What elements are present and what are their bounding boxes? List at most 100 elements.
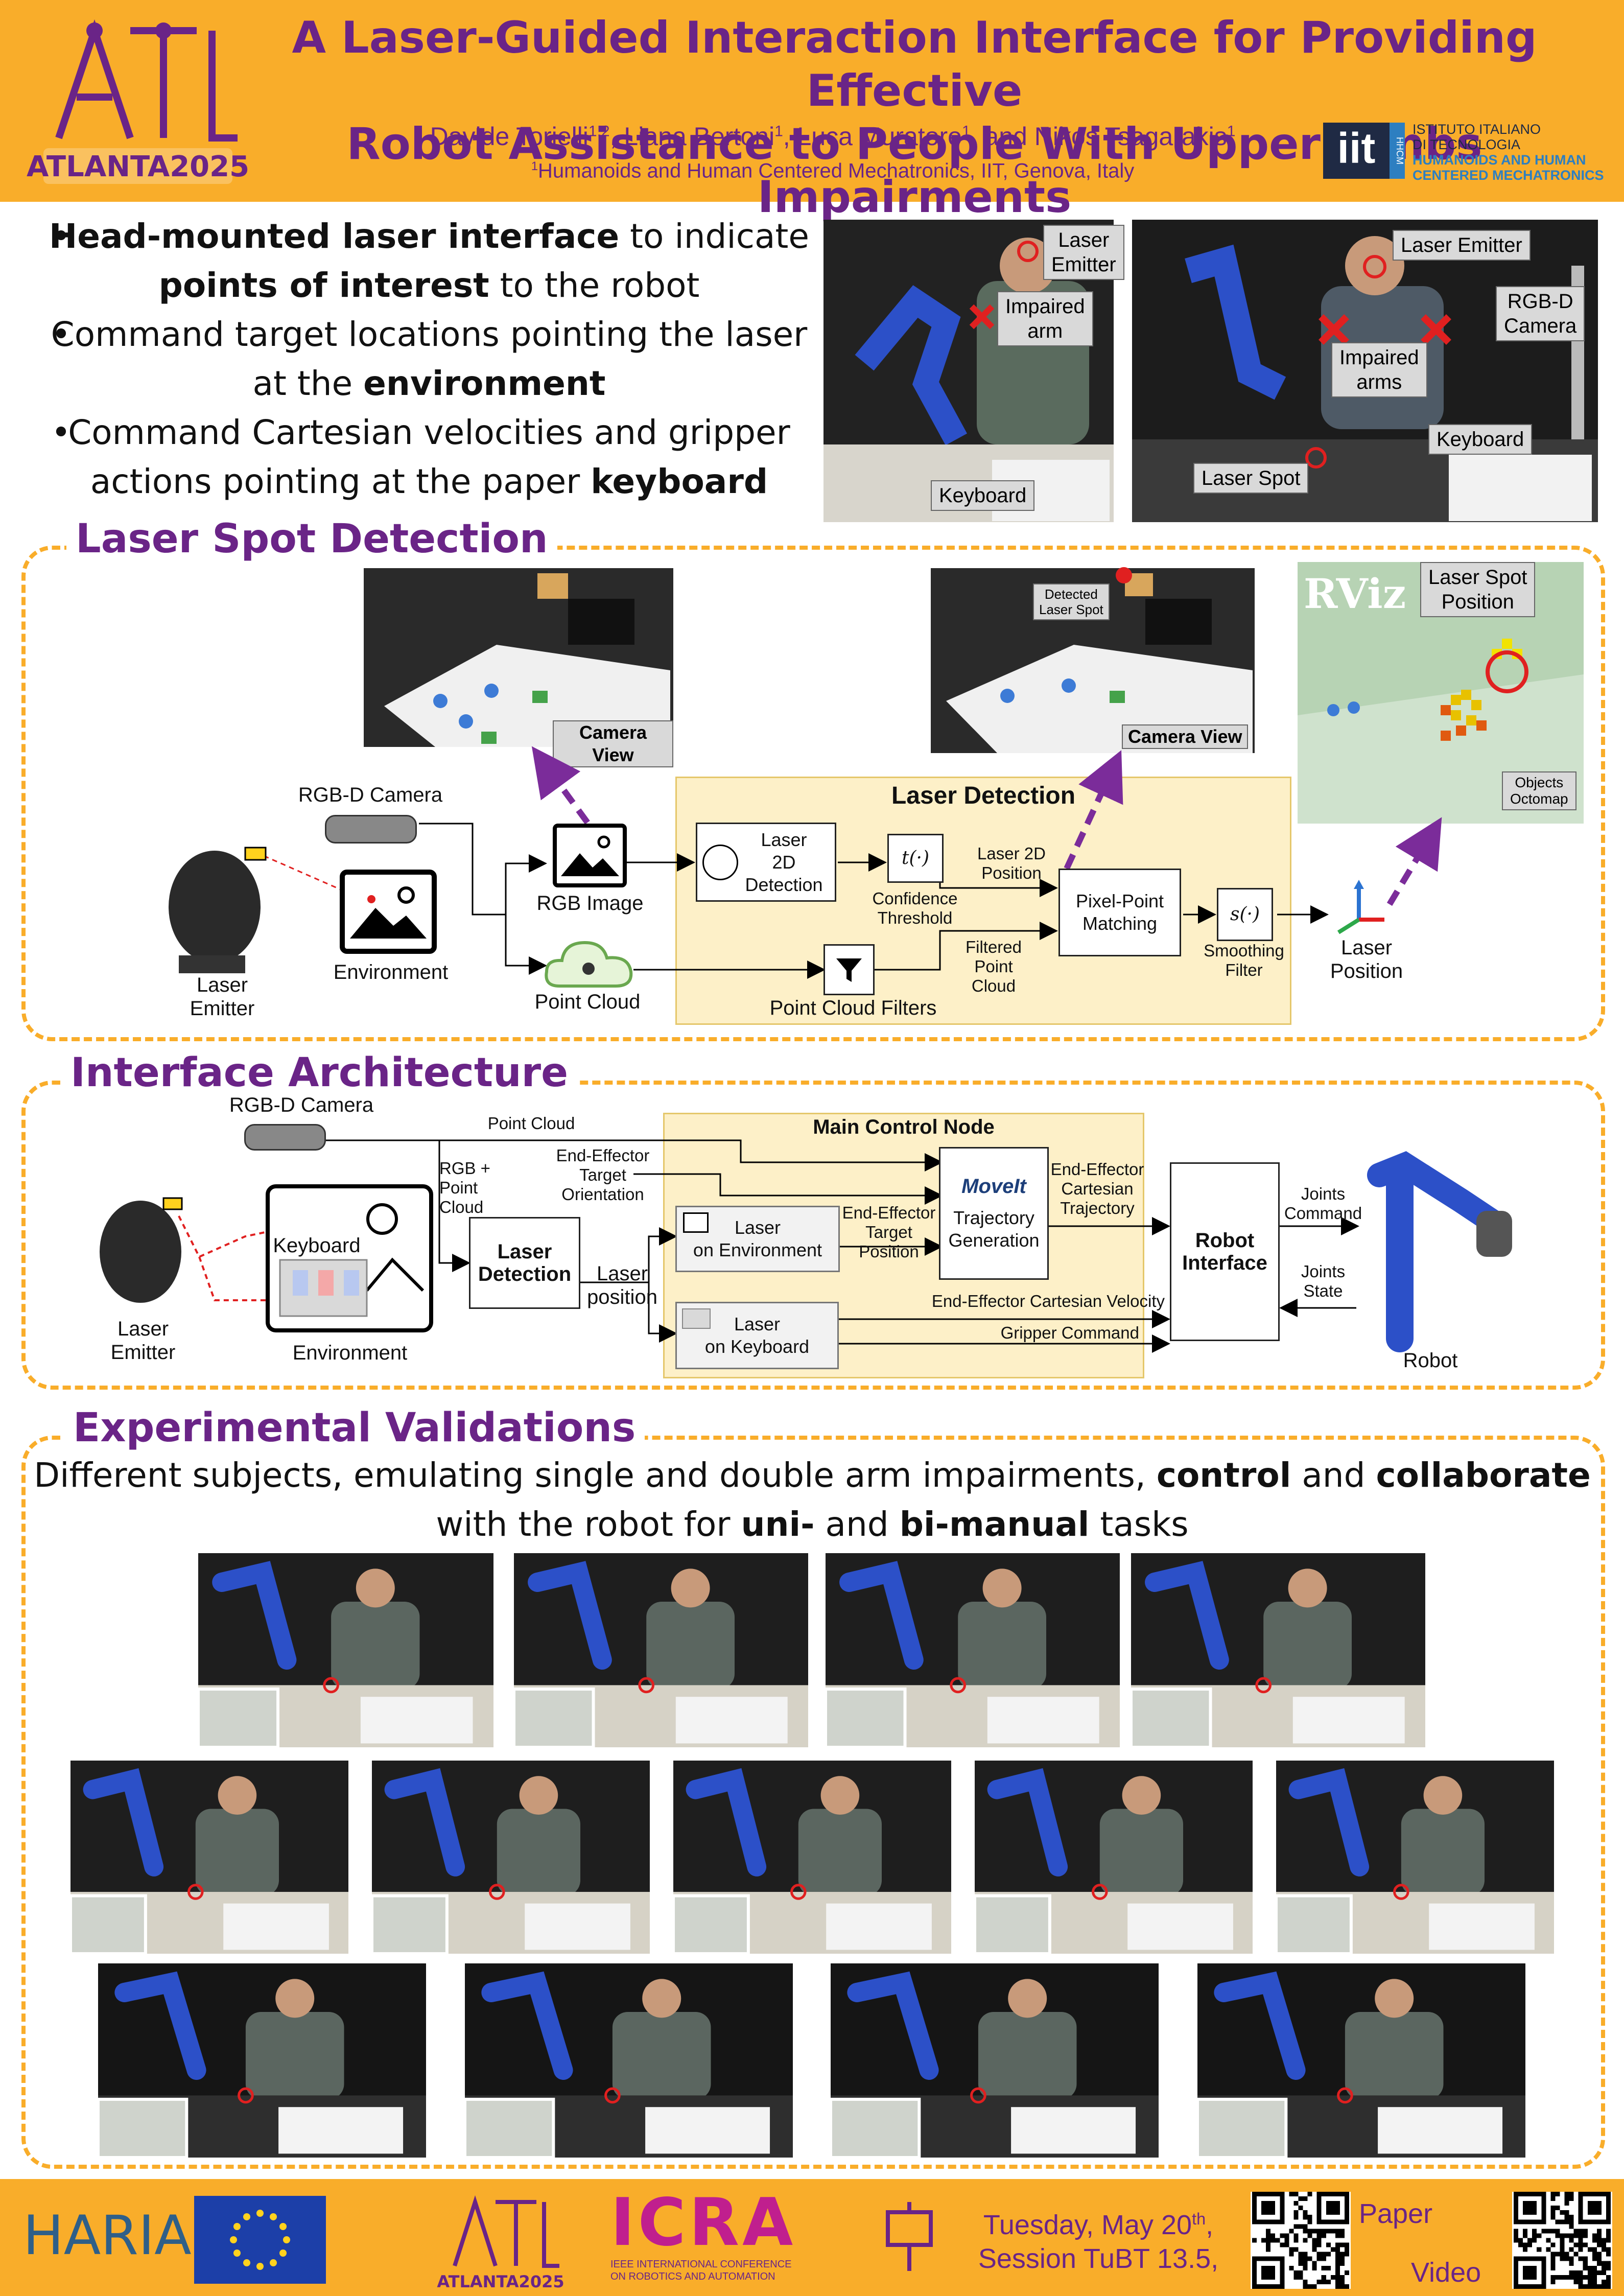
session-info: Tuesday, May 20th, Session TuBT 13.5, bbox=[950, 2202, 1246, 2276]
haria-logo-text: HARIA bbox=[23, 2204, 192, 2267]
arch-laser-detection-block: Laser Detection bbox=[469, 1217, 580, 1309]
eu-stars-icon bbox=[230, 2210, 290, 2270]
iit-line-3: HUMANOIDS AND HUMAN bbox=[1413, 152, 1586, 168]
laser-position-label: Laser Position bbox=[1330, 936, 1403, 982]
bullet-2: •Command target locations pointing the l… bbox=[51, 315, 808, 403]
intro-bullets: •Head-mounted laser interface to indicat… bbox=[36, 212, 822, 506]
detection-rgbd-camera-label: RGB-D Camera bbox=[298, 784, 443, 806]
intro-photo-double-arm: Laser Emitter RGB-D Camera Impaired arms… bbox=[1132, 220, 1598, 522]
qr-code-paper[interactable] bbox=[1251, 2192, 1351, 2289]
section-title-architecture: Interface Architecture bbox=[61, 1050, 578, 1096]
bullet-2-bold: environment bbox=[363, 364, 606, 403]
confidence-threshold-label: Confidence Threshold bbox=[872, 889, 958, 927]
ee-target-orientation-label: End-Effector Target Orientation bbox=[556, 1146, 650, 1204]
rviz-view: RViz Laser Spot Position Objects Octomap bbox=[1298, 562, 1584, 824]
author-1: Davide Torielli bbox=[430, 122, 589, 151]
icra-sub-1: IEEE INTERNATIONAL CONFERENCE bbox=[610, 2259, 792, 2270]
detection-environment-label: Environment bbox=[333, 961, 449, 983]
eu-flag bbox=[194, 2196, 326, 2284]
conference-logo: ATLANTA2025 bbox=[27, 10, 249, 189]
title-line-2: Robot Assistance to People With Upper Li… bbox=[346, 119, 1482, 223]
iit-line-2: DI TECNOLOGIA bbox=[1413, 137, 1521, 152]
poster-title: A Laser-Guided Interaction Interface for… bbox=[220, 11, 1609, 224]
filter-icon bbox=[836, 958, 862, 982]
joints-state-label: Joints State bbox=[1301, 1262, 1346, 1300]
trajectory-generation-text: Trajectory Generation bbox=[948, 1207, 1040, 1251]
detection-diagram-arrows bbox=[255, 746, 1442, 979]
label-impaired-arms: Impaired arms bbox=[1331, 342, 1427, 397]
icra-logo-text: ICRA bbox=[610, 2185, 796, 2261]
laser-position-axes-icon bbox=[1331, 879, 1387, 935]
section-interface-architecture bbox=[21, 1081, 1605, 1390]
experiment-photo bbox=[512, 1553, 808, 1749]
experiment-photo bbox=[97, 1963, 426, 2159]
smoothing-filter-label: Smoothing Filter bbox=[1204, 941, 1284, 979]
experiment-photo bbox=[824, 1553, 1120, 1749]
exp-bold-bimanual: bi-manual bbox=[899, 1505, 1090, 1544]
author-2: Liana Bertoni bbox=[624, 122, 775, 151]
section-experimental-validations bbox=[21, 1436, 1605, 2169]
keyboard-icon bbox=[682, 1308, 711, 1329]
laser-on-keyboard-block: Laser on Keyboard bbox=[675, 1302, 839, 1369]
iit-line-1: ISTITUTO ITALIANO bbox=[1413, 122, 1541, 137]
arch-point-cloud-label: Point Cloud bbox=[487, 1114, 575, 1133]
image-icon bbox=[683, 1212, 709, 1233]
camera-view-2: Detected Laser Spot Camera View bbox=[931, 567, 1255, 753]
detection-laser-emitter-label: Laser Emitter bbox=[190, 974, 255, 1020]
affiliation-text: Humanoids and Human Centered Mechatronic… bbox=[538, 159, 1135, 182]
arch-rgb-point-cloud-label: RGB + Point Cloud bbox=[439, 1159, 490, 1216]
exp-bold-uni: uni- bbox=[741, 1505, 815, 1544]
laser-on-keyboard-text: Laser on Keyboard bbox=[704, 1314, 810, 1357]
label-keyboard-2: Keyboard bbox=[1428, 424, 1533, 455]
robot-interface-block: Robot Interface bbox=[1170, 1162, 1280, 1341]
arch-rgbd-camera-label: RGB-D Camera bbox=[229, 1094, 374, 1116]
label-keyboard: Keyboard bbox=[931, 480, 1035, 511]
author-1-sup: 1,2 bbox=[588, 123, 610, 140]
icra-logo: ICRA IEEE INTERNATIONAL CONFERENCE ON RO… bbox=[610, 2188, 825, 2290]
video-link-label[interactable]: Video bbox=[1411, 2257, 1481, 2288]
section-laser-detection bbox=[21, 546, 1605, 1041]
exp-bold-control: control bbox=[1156, 1456, 1291, 1495]
iit-line-4: CENTERED MECHATRONICS bbox=[1413, 168, 1604, 183]
label-rgbd-camera: RGB-D Camera bbox=[1496, 286, 1585, 341]
ee-cartesian-velocity-label: End-Effector Cartesian Velocity bbox=[931, 1292, 1165, 1310]
arch-environment-icon bbox=[266, 1184, 433, 1332]
affiliation-sup: 1 bbox=[531, 159, 538, 173]
rgb-image-icon bbox=[553, 824, 627, 887]
atlanta-logo-text: ATLANTA2025 bbox=[27, 150, 249, 183]
authors: Davide Torielli1,2, Liana Bertoni1, Luca… bbox=[430, 122, 1236, 151]
point-cloud-filters-block bbox=[823, 944, 875, 995]
experiment-photo bbox=[973, 1761, 1253, 1956]
arch-rgbd-camera-icon bbox=[244, 1124, 326, 1151]
experiment-photo bbox=[197, 1553, 493, 1749]
environment-icon bbox=[340, 870, 437, 954]
experiment-photo bbox=[1275, 1761, 1554, 1956]
session-line-2: Session TuBT 13.5, bbox=[978, 2243, 1219, 2274]
bullet-3: •Command Cartesian velocities and grippe… bbox=[51, 413, 790, 501]
label-laser-spot: Laser Spot bbox=[1193, 463, 1309, 494]
iit-logo-side: HHCM bbox=[1390, 123, 1405, 179]
camera-view-1: Camera View bbox=[364, 568, 673, 767]
exp-bold-collaborate: collaborate bbox=[1376, 1456, 1591, 1495]
robot-arm-image bbox=[1359, 1144, 1517, 1354]
laser-on-environment-text: Laser on Environment bbox=[693, 1217, 822, 1260]
laser-2d-detection-block: Laser 2D Detection bbox=[696, 823, 836, 902]
rgbd-camera-icon bbox=[325, 815, 417, 844]
intro-photo-single-arm: Laser Emitter Impaired arm Keyboard bbox=[823, 220, 1124, 522]
qr-code-video[interactable] bbox=[1512, 2192, 1612, 2289]
experiment-photo bbox=[69, 1761, 348, 1956]
ee-target-position-label: End-Effector Target Position bbox=[842, 1203, 936, 1261]
paper-link-label[interactable]: Paper bbox=[1359, 2198, 1433, 2229]
arch-laser-position-label: Laser position bbox=[587, 1262, 657, 1308]
arch-laser-emitter-label: Laser Emitter bbox=[110, 1318, 176, 1364]
moveit-logo: MoveIt bbox=[961, 1175, 1026, 1198]
title-line-1: A Laser-Guided Interaction Interface for… bbox=[292, 12, 1537, 116]
arch-robot-label: Robot bbox=[1403, 1349, 1458, 1372]
experiment-photo bbox=[672, 1761, 951, 1956]
camera-view-2-label: Camera View bbox=[1122, 724, 1249, 749]
label-laser-emitter-2: Laser Emitter bbox=[1393, 230, 1531, 261]
pixel-point-matching-block: Pixel-Point Matching bbox=[1058, 869, 1181, 956]
author-4: Nikos Tsagarakis bbox=[1034, 122, 1227, 151]
footer-atlanta-logo: ATLANTA2025 bbox=[437, 2189, 564, 2291]
experiment-photo bbox=[1196, 1963, 1525, 2159]
